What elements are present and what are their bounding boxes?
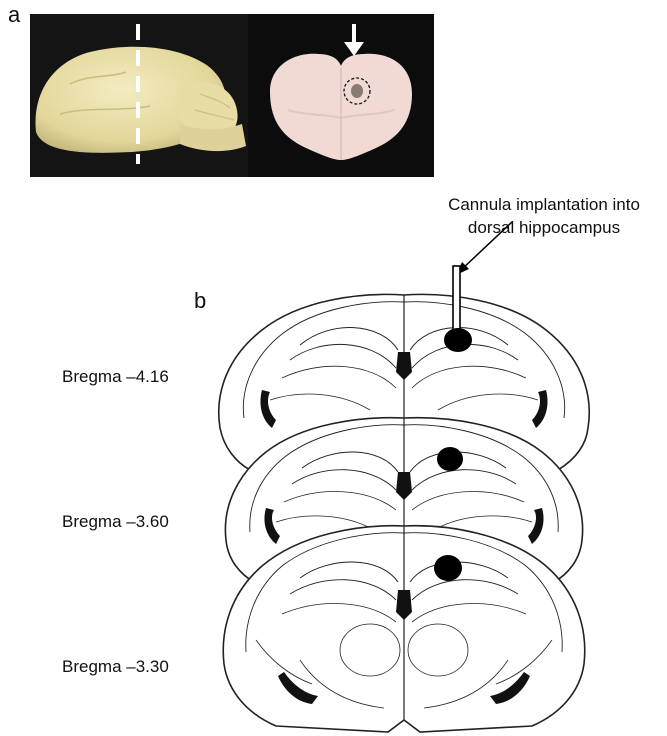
- panel-label-a: a: [8, 2, 20, 28]
- cannula-caption-line-1: Cannula implantation into: [428, 193, 660, 216]
- injection-site-marker-3: [434, 555, 462, 581]
- coronal-slice-photo: [248, 14, 434, 177]
- atlas-section-3: [223, 526, 584, 732]
- whole-brain-illustration: [30, 14, 248, 177]
- bregma-label-2: Bregma –3.60: [62, 512, 169, 532]
- injection-site-marker-1: [444, 328, 472, 352]
- cannula: [453, 266, 460, 338]
- cannula-caption: Cannula implantation into dorsal hippoca…: [428, 193, 660, 239]
- whole-brain-photo: [30, 14, 248, 177]
- atlas-section-1: [219, 294, 589, 470]
- atlas-section-2: [225, 418, 582, 582]
- bregma-label-3: Bregma –3.30: [62, 657, 169, 677]
- injection-site-marker-2: [437, 447, 463, 471]
- cannula-caption-line-2: dorsal hippocampus: [428, 216, 660, 239]
- panel-label-b: b: [194, 288, 206, 314]
- coronal-slice-illustration: [248, 14, 434, 177]
- bregma-label-1: Bregma –4.16: [62, 367, 169, 387]
